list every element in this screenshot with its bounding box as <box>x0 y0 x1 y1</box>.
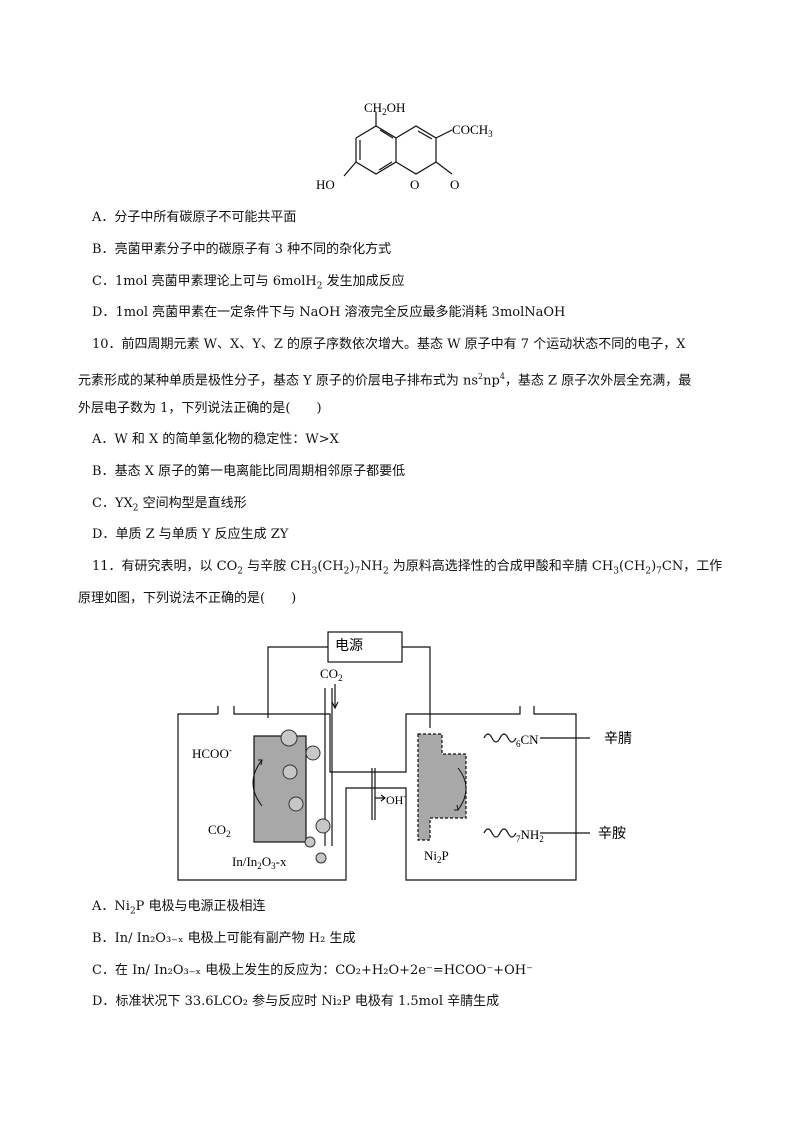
nh2-label: 7NH2 <box>516 827 544 844</box>
hcoo-label: HCOO- <box>192 745 232 761</box>
carbonyl-o-label: O <box>450 177 459 192</box>
q10-option-c: C．YX2 空间构型是直线形 <box>92 496 247 514</box>
electrolysis-diagram: 电源 CO2 HCOO- CO2 In/In2O3-x OH- Ni2P 6CN… <box>177 631 632 881</box>
q9-option-d: D．1mol 亮菌甲素在一定条件下与 NaOH 溶液完全反应最多能消耗 3mol… <box>92 305 566 320</box>
chemical-structure: CH2OH COCH3 HO O O <box>316 100 493 192</box>
q11-option-d: D．标准状况下 33.6LCO₂ 参与反应时 Ni₂P 电极有 1.5mol 辛… <box>92 994 500 1009</box>
coch3-label: COCH3 <box>452 122 493 139</box>
cn-label: 6CN <box>516 732 539 749</box>
q11-stem-line2: 原理如图，下列说法不正确的是( ) <box>78 591 297 606</box>
q11-stem-line1: 11．有研究表明，以 CO2 与辛胺 CH3(CH2)7NH2 为原料高选择性的… <box>92 559 723 577</box>
co2-left-label: CO2 <box>208 822 231 839</box>
ring-o-label: O <box>410 177 419 192</box>
power-source-label: 电源 <box>335 638 363 654</box>
q9-option-a: A．分子中所有碳原子不可能共平面 <box>92 210 297 225</box>
q9-option-c: C．1mol 亮菌甲素理论上可与 6molH2 发生加成反应 <box>92 274 405 292</box>
ch2oh-label: CH2OH <box>364 100 405 117</box>
q11-option-b: B．In/ In₂O₃₋ₓ 电极上可能有副产物 H₂ 生成 <box>92 931 356 946</box>
q10-option-a: A．W 和 X 的简单氢化物的稳定性：W>X <box>92 432 339 447</box>
oh-label: OH- <box>386 792 406 807</box>
in-in2o3-label: In/In2O3-x <box>232 854 287 871</box>
q10-stem-line3: 外层电子数为 1，下列说法正确的是( ) <box>78 401 322 416</box>
q10-option-d: D．单质 Z 与单质 Y 反应生成 ZY <box>92 527 289 542</box>
q10-stem-line1: 10．前四周期元素 W、X、Y、Z 的原子序数依次增大。基态 W 原子中有 7 … <box>92 337 686 352</box>
co2-top-label: CO2 <box>320 666 343 683</box>
ni2p-label: Ni2P <box>424 848 449 865</box>
nitrile-label: 辛腈 <box>604 731 632 747</box>
q11-option-a: A．Ni2P 电极与电源正极相连 <box>92 899 266 917</box>
q11-option-c: C．在 In/ In₂O₃₋ₓ 电极上发生的反应为：CO₂+H₂O+2e⁻=HC… <box>92 963 533 978</box>
q10-option-b: B．基态 X 原子的第一电离能比同周期相邻原子都要低 <box>92 464 406 479</box>
amine-label: 辛胺 <box>598 826 626 842</box>
q10-stem-line2: 元素形成的某种单质是极性分子，基态 Y 原子的价层电子排布式为 ns2np4，基… <box>78 372 692 389</box>
ho-label: HO <box>316 177 335 192</box>
q9-option-b: B．亮菌甲素分子中的碳原子有 3 种不同的杂化方式 <box>92 242 392 257</box>
